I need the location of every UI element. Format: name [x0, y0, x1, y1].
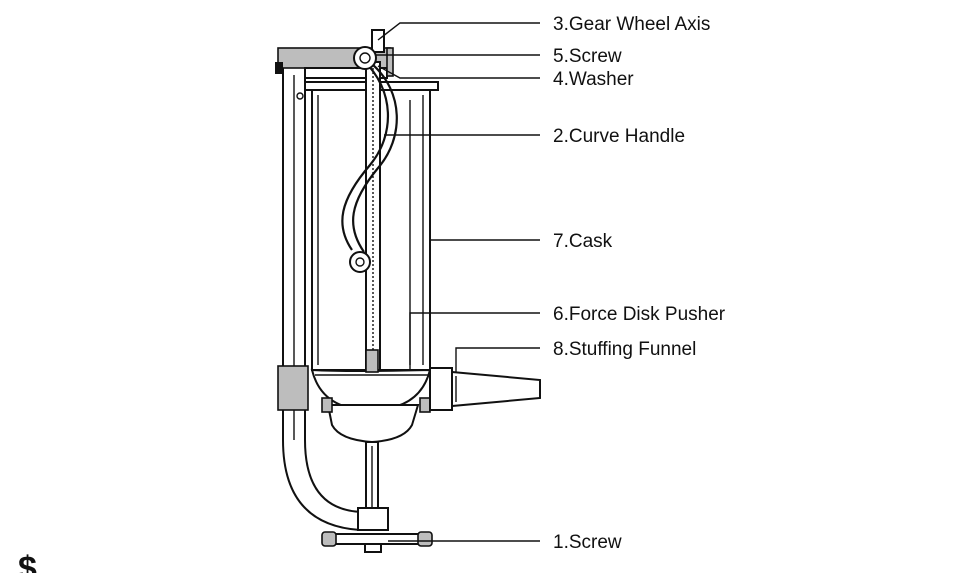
label-gear-wheel-axis: 3.Gear Wheel Axis	[553, 14, 710, 35]
label-force-disk-pusher: 6.Force Disk Pusher	[553, 304, 726, 325]
bottom-housing	[321, 397, 431, 444]
label-washer: 4.Washer	[553, 69, 634, 90]
bottom-screw	[321, 441, 433, 553]
label-curve-handle: 2.Curve Handle	[553, 126, 685, 147]
label-cask: 7.Cask	[553, 231, 613, 252]
label-stuffing-funnel: 8.Stuffing Funnel	[553, 339, 696, 360]
leader-lines	[376, 22, 540, 542]
stuffing-funnel	[429, 367, 541, 411]
label-screw-bottom: 1.Screw	[553, 532, 622, 553]
watermark-glyph: $	[18, 550, 37, 573]
gear-rack	[365, 61, 381, 371]
curve-handle	[341, 59, 398, 273]
label-screw-top: 5.Screw	[553, 46, 622, 67]
force-disk-pusher	[310, 349, 432, 412]
gear-axis-assembly	[353, 29, 385, 70]
bottom-clamp	[277, 365, 309, 411]
